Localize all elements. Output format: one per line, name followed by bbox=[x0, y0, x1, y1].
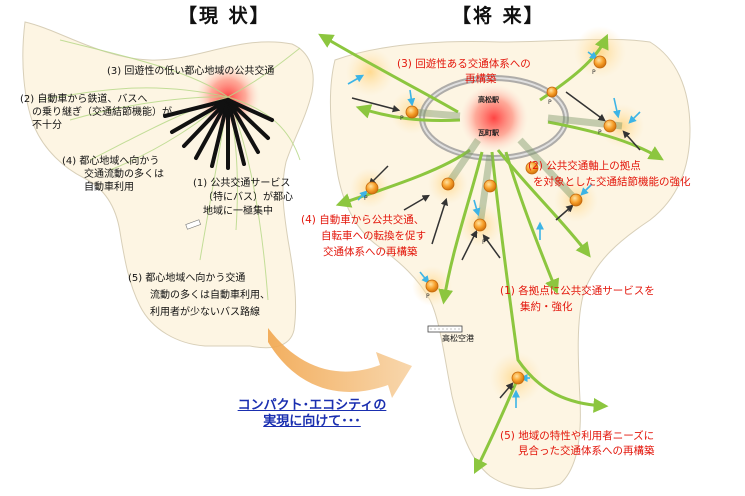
hub-nodes bbox=[365, 55, 617, 385]
current-label-4-line2: 交通流動の多くは bbox=[84, 169, 164, 180]
future-label-4-line3: 交通体系への再構築 bbox=[323, 246, 418, 258]
svg-text:P: P bbox=[482, 239, 486, 246]
future-label-4-line1: (4) 自動車から公共交通、 bbox=[301, 214, 425, 226]
link-line2: 実現に向けて･･･ bbox=[263, 414, 361, 430]
compact-eco-city-link[interactable]: コンパクト･エコシティの 実現に向けて･･･ bbox=[222, 398, 402, 431]
svg-text:P: P bbox=[568, 207, 572, 214]
airport-icon bbox=[427, 325, 463, 333]
future-label-3-line1: (3) 回遊性ある交通体系への bbox=[397, 58, 531, 70]
future-label-1-line1: (1) 各拠点に公共交通サービスを bbox=[500, 285, 655, 297]
svg-text:P: P bbox=[426, 293, 430, 300]
svg-text:P: P bbox=[474, 231, 478, 238]
current-label-2-line1: (2) 自動車から鉄道、バスへ bbox=[20, 94, 148, 105]
current-label-4-line3: 自動車利用 bbox=[84, 182, 134, 193]
future-label-5-line2: 見合った交通体系への再構築 bbox=[518, 445, 655, 457]
future-label-5-line1: (5) 地域の特性や利用者ニーズに bbox=[500, 430, 655, 442]
current-label-5-line3: 利用者が少ないバス路線 bbox=[150, 307, 260, 318]
current-label-1-line2: （特にバス）が都心 bbox=[203, 192, 293, 203]
transport-axes bbox=[318, 33, 664, 475]
feeder-arrows bbox=[347, 51, 641, 408]
parking-markers: PP PP PP PP PP bbox=[364, 69, 602, 392]
future-map: PP PP PP PP PP bbox=[318, 26, 691, 490]
future-label-1-line2: 集約・強化 bbox=[520, 301, 573, 313]
station-kawaramachi: 瓦町駅 bbox=[478, 129, 499, 137]
current-label-2-line3: 不十分 bbox=[32, 120, 62, 131]
future-label-4-line2: 自転車への転換を促す bbox=[321, 230, 426, 242]
svg-text:P: P bbox=[592, 69, 596, 76]
future-label-2-line1: (2) 公共交通軸上の拠点 bbox=[528, 160, 641, 172]
current-map bbox=[22, 21, 314, 349]
future-map-shape bbox=[329, 38, 691, 490]
current-label-1-line3: 地域に一極集中 bbox=[203, 206, 273, 217]
future-label-2-line2: を対象とした交通結節機能の強化 bbox=[533, 176, 691, 188]
current-bus-concentration bbox=[163, 98, 274, 170]
current-label-4-line1: (4) 都心地域へ向かう bbox=[62, 156, 160, 167]
current-label-3: (3) 回遊性の低い都心地域の公共交通 bbox=[107, 66, 275, 77]
current-label-2-line2: の乗り継ぎ（交通結節機能）が bbox=[32, 107, 172, 118]
svg-text:P: P bbox=[598, 129, 602, 136]
airport-label: 高松空港 bbox=[442, 334, 474, 343]
transition-arrow bbox=[268, 328, 412, 398]
station-takamatsu: 高松駅 bbox=[478, 96, 499, 104]
current-label-5-line2: 流動の多くは自動車利用、 bbox=[150, 290, 270, 301]
future-center-glow bbox=[460, 84, 528, 152]
svg-text:P: P bbox=[364, 195, 368, 202]
link-line1: コンパクト･エコシティの bbox=[237, 398, 387, 413]
current-label-1-line1: (1) 公共交通サービス bbox=[193, 178, 291, 189]
svg-text:P: P bbox=[510, 385, 514, 392]
header-future: 【将 来】 bbox=[452, 5, 545, 27]
future-label-3-line2: 再構築 bbox=[465, 73, 497, 85]
svg-text:P: P bbox=[400, 115, 404, 122]
current-label-5-line1: (5) 都心地域へ向かう交通 bbox=[128, 273, 246, 284]
header-current: 【現 状】 bbox=[178, 5, 271, 27]
car-arrows bbox=[351, 91, 641, 399]
svg-text:P: P bbox=[548, 99, 552, 106]
